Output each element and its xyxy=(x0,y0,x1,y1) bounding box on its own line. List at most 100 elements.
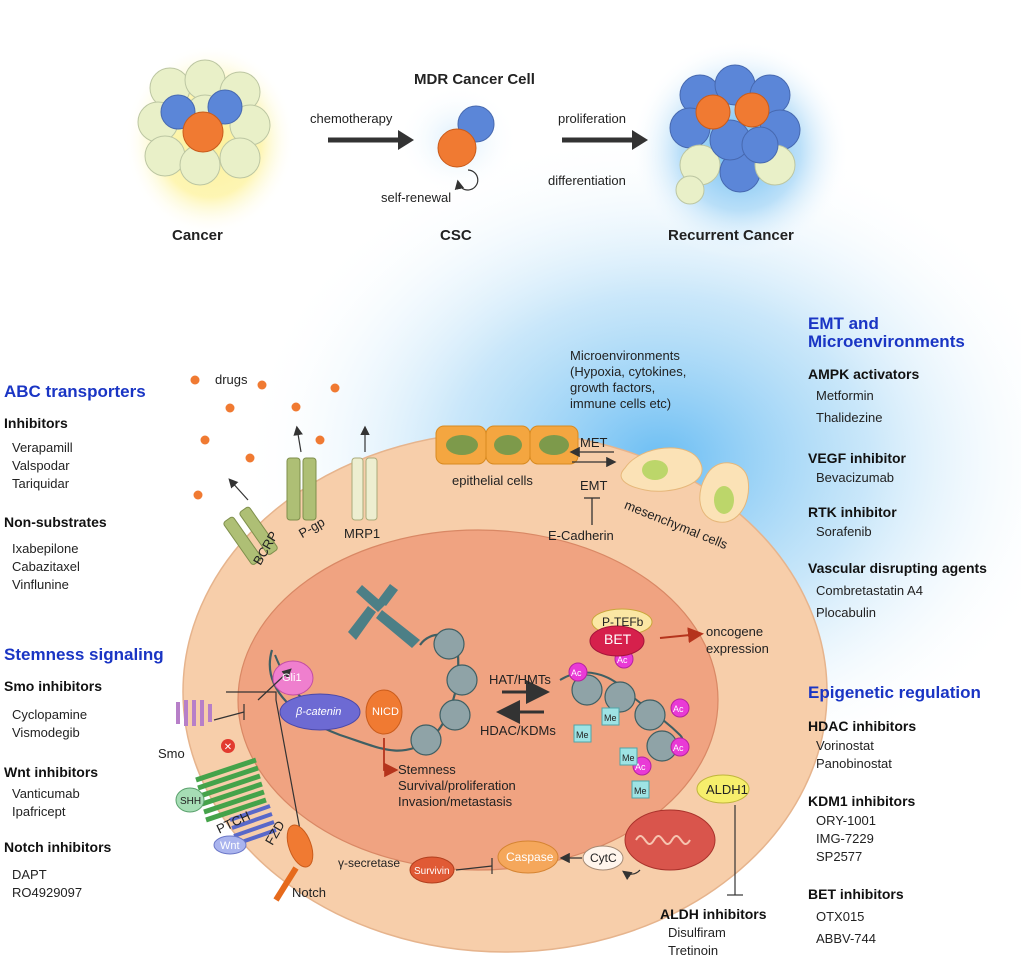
drugs-label: drugs xyxy=(215,372,248,387)
caspase-label: Caspase xyxy=(506,850,554,864)
ac-label: Ac xyxy=(673,704,684,714)
ampk-title: AMPK activators xyxy=(808,366,920,382)
survivin-shape xyxy=(409,856,455,884)
bcatenin-label: β-catenin xyxy=(296,706,342,718)
met-label: MET xyxy=(580,435,608,450)
me-label: Me xyxy=(576,730,589,740)
vegf-list: Bevacizumab xyxy=(816,470,895,485)
notch-receptor xyxy=(273,866,299,902)
gamma-secretase-label: γ-secretase xyxy=(338,856,401,870)
ac-markers xyxy=(568,649,690,776)
me-label: Me xyxy=(622,753,635,763)
fzd-receptor xyxy=(229,804,277,846)
me-label: Me xyxy=(634,786,647,796)
nicd-shape xyxy=(365,689,403,735)
stemness-heading: Stemness signaling xyxy=(4,645,164,664)
emt-heading-line1: EMT and xyxy=(808,314,879,333)
cancer-cluster xyxy=(137,59,271,186)
abc-inhibitors-title: Inhibitors xyxy=(4,415,68,431)
mdr-title: MDR Cancer Cell xyxy=(414,71,535,88)
nucleosomes-right xyxy=(571,674,678,762)
hdac-title: HDAC inhibitors xyxy=(808,718,917,734)
shh-label: SHH xyxy=(180,796,202,807)
bet-shape xyxy=(589,625,645,657)
mrp1-transporter xyxy=(351,457,378,521)
nicd-membrane-shape xyxy=(286,824,314,868)
caspase-shape xyxy=(497,840,559,874)
ac-label: Ac xyxy=(571,668,582,678)
chemotherapy-label: chemotherapy xyxy=(310,111,393,126)
rtk-list: Sorafenib xyxy=(816,524,872,539)
aldh1-shape xyxy=(696,774,750,804)
cytc-shape xyxy=(582,845,624,871)
shh-shape xyxy=(175,787,205,813)
nicd-label: NICD xyxy=(372,706,399,718)
epithelial-cells xyxy=(435,425,579,465)
ptefb-label: P-TEFb xyxy=(602,615,644,629)
me-label: Me xyxy=(604,713,617,723)
wnt-label: Wnt xyxy=(220,840,240,852)
me-markers xyxy=(573,707,650,799)
ecadherin-label: E-Cadherin xyxy=(548,528,614,543)
rtk-title: RTK inhibitor xyxy=(808,504,897,520)
block-icon xyxy=(221,739,235,753)
smo-label: Smo xyxy=(158,746,185,761)
differentiation-label: differentiation xyxy=(548,173,626,188)
vegf-title: VEGF inhibitor xyxy=(808,450,906,466)
emt-heading-line2: Microenvironments xyxy=(808,332,965,351)
epi-heading: Epigenetic regulation xyxy=(808,683,981,702)
csc-cells xyxy=(437,105,495,191)
bcrp-transporter xyxy=(223,506,278,565)
ptch-receptor xyxy=(195,757,267,823)
aldh-title: ALDH inhibitors xyxy=(660,906,767,922)
hdac-label: HDAC/KDMs xyxy=(480,723,556,738)
ac-label: Ac xyxy=(635,762,646,772)
svg-text:✕: ✕ xyxy=(224,742,232,753)
recurrent-cluster xyxy=(669,64,801,205)
bet-label: BET xyxy=(604,631,632,647)
microenv-label: Microenvironments (Hypoxia, cytokines, g… xyxy=(570,348,687,411)
recurrent-label: Recurrent Cancer xyxy=(668,227,794,244)
oncogene-label: oncogene expression xyxy=(706,624,769,656)
epithelial-label: epithelial cells xyxy=(452,473,533,488)
mrp1-label: MRP1 xyxy=(344,526,381,541)
wnt-title: Wnt inhibitors xyxy=(4,764,99,780)
csc-label: CSC xyxy=(440,227,472,244)
ac-label: Ac xyxy=(617,655,628,665)
vda-title: Vascular disrupting agents xyxy=(808,560,987,576)
bet-title: BET inhibitors xyxy=(808,886,904,902)
wnt-shape xyxy=(213,835,247,855)
ac-label: Ac xyxy=(673,743,684,753)
emt-label: EMT xyxy=(580,478,608,493)
chromosome xyxy=(348,584,420,648)
smo-title: Smo inhibitors xyxy=(4,678,102,694)
mesenchymal-cells xyxy=(620,447,750,523)
hat-label: HAT/HMTs xyxy=(489,672,551,687)
mitochondrion xyxy=(624,809,716,871)
pgp-transporter xyxy=(286,457,317,521)
smo-receptor xyxy=(176,700,212,726)
nucleosomes-left xyxy=(410,628,478,756)
drug-dots xyxy=(190,375,340,500)
survivin-label: Survivin xyxy=(414,866,450,877)
cancer-label: Cancer xyxy=(172,227,223,244)
outcome-label: Stemness Survival/proliferation Invasion… xyxy=(398,762,516,809)
aldh1-label: ALDH1 xyxy=(706,782,748,797)
bcatenin-shape xyxy=(279,693,361,731)
kdm-title: KDM1 inhibitors xyxy=(808,793,916,809)
cytc-label: CytC xyxy=(590,851,617,865)
notch-title: Notch inhibitors xyxy=(4,839,112,855)
